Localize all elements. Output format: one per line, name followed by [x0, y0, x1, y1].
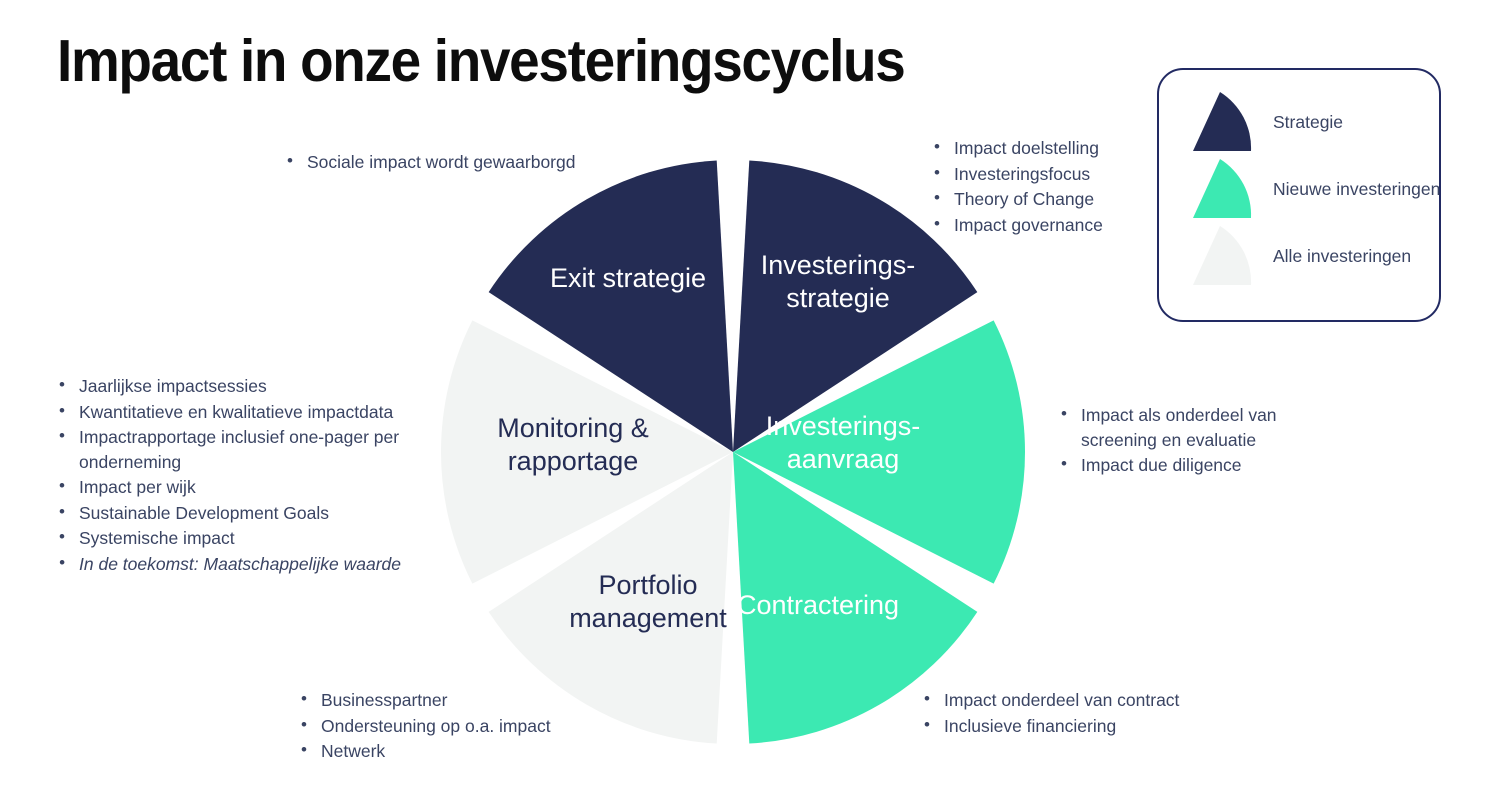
pie-svg: [440, 160, 1026, 744]
bullet-item: Investeringsfocus: [930, 161, 1190, 187]
callout-portfolio-management: BusinesspartnerOndersteuning op o.a. imp…: [297, 687, 587, 765]
legend-label-nieuwe-investeringen: Nieuwe investeringen: [1273, 178, 1441, 199]
pie-slice-investeringsstrategie[interactable]: [733, 160, 978, 452]
callout-investeringsaanvraag: Impact als onderdeel van screening en ev…: [1057, 402, 1307, 479]
callout-monitoring-rapportage: Jaarlijkse impactsessiesKwantitatieve en…: [55, 373, 425, 577]
callout-contractering: Impact onderdeel van contractInclusieve …: [920, 687, 1250, 739]
bullet-item: Businesspartner: [297, 687, 587, 713]
bullet-item: Netwerk: [297, 738, 587, 764]
legend-item-alle-investeringen[interactable]: Alle investeringen: [1183, 223, 1411, 289]
bullet-item: Impact per wijk: [55, 474, 425, 500]
bullet-item: In de toekomst: Maatschappelijke waarde: [55, 551, 425, 577]
page-title: Impact in onze investeringscyclus: [57, 28, 906, 94]
callout-aanvraag-list: Impact als onderdeel van screening en ev…: [1057, 402, 1307, 478]
pie-slice-investeringsaanvraag[interactable]: [733, 320, 1026, 584]
legend-item-strategie[interactable]: Strategie: [1183, 89, 1343, 155]
bullet-item: Systemische impact: [55, 525, 425, 551]
bullet-item: Impact doelstelling: [930, 135, 1190, 161]
bullet-item: Impact due diligence: [1057, 452, 1307, 478]
bullet-item: Kwantitatieve en kwalitatieve impactdata: [55, 399, 425, 425]
callout-exit-strategie: Sociale impact wordt gewaarborgd: [283, 149, 613, 176]
pie-wedge-icon: [1183, 89, 1257, 155]
bullet-item: Impact als onderdeel van screening en ev…: [1057, 402, 1307, 452]
legend-box: Strategie Nieuwe investeringen Alle inve…: [1157, 68, 1441, 322]
legend-label-strategie: Strategie: [1273, 111, 1344, 132]
pie-wedge-icon: [1183, 223, 1257, 289]
callout-portfolio-list: BusinesspartnerOndersteuning op o.a. imp…: [297, 687, 587, 764]
legend-item-nieuwe-investeringen[interactable]: Nieuwe investeringen: [1183, 156, 1440, 222]
bullet-item: Impact onderdeel van contract: [920, 687, 1250, 713]
callout-exit-list: Sociale impact wordt gewaarborgd: [283, 149, 613, 175]
bullet-item: Impactrapportage inclusief one-pager per…: [55, 424, 425, 474]
pie-slice-contractering[interactable]: [733, 452, 978, 744]
bullet-item: Theory of Change: [930, 186, 1190, 212]
bullet-item: Sociale impact wordt gewaarborgd: [283, 149, 613, 175]
callout-monitoring-list: Jaarlijkse impactsessiesKwantitatieve en…: [55, 373, 425, 577]
callout-investeringsstrategie: Impact doelstellingInvesteringsfocusTheo…: [930, 135, 1190, 238]
investment-cycle-pie-chart: Investerings- strategie Investerings- aa…: [438, 157, 1028, 747]
bullet-item: Sustainable Development Goals: [55, 500, 425, 526]
callout-contractering-list: Impact onderdeel van contractInclusieve …: [920, 687, 1250, 739]
bullet-item: Jaarlijkse impactsessies: [55, 373, 425, 399]
bullet-item: Inclusieve financiering: [920, 713, 1250, 739]
pie-slice-monitoring-rapportage[interactable]: [440, 320, 733, 584]
pie-slice-exit-strategie[interactable]: [488, 160, 733, 452]
callout-strategie-list: Impact doelstellingInvesteringsfocusTheo…: [930, 135, 1190, 238]
bullet-item: Impact governance: [930, 212, 1190, 238]
pie-wedge-icon: [1183, 156, 1257, 222]
bullet-item: Ondersteuning op o.a. impact: [297, 713, 587, 739]
pie-slice-portfolio-management[interactable]: [488, 452, 733, 744]
legend-label-alle-investeringen: Alle investeringen: [1273, 245, 1412, 266]
